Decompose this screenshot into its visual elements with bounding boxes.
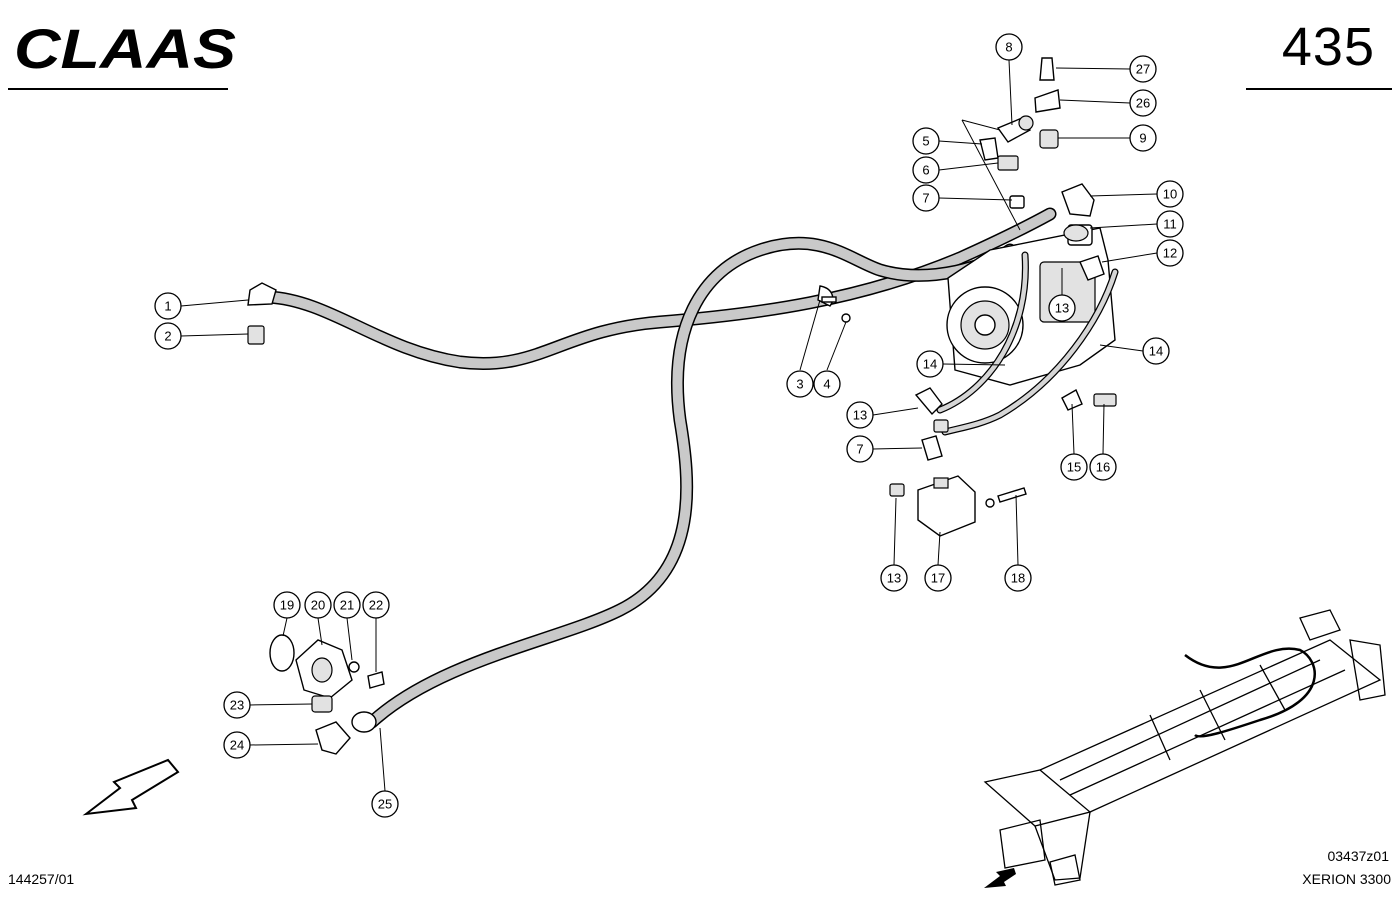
valve-block-17: [889, 475, 1027, 537]
svg-text:16: 16: [1096, 460, 1110, 475]
svg-text:3: 3: [796, 377, 803, 392]
callout-13-left: 13: [846, 401, 874, 429]
callout-12: 12: [1156, 239, 1184, 267]
callout-3: 3: [786, 370, 814, 398]
main-hose-1: [261, 207, 1057, 370]
callout-26: 26: [1129, 89, 1157, 117]
svg-text:11: 11: [1163, 217, 1177, 232]
svg-text:13: 13: [1055, 301, 1069, 316]
svg-text:7: 7: [856, 442, 863, 457]
svg-text:23: 23: [230, 698, 244, 713]
main-hose-25: [365, 236, 1017, 729]
direction-arrow-icon: [82, 758, 180, 816]
callout-18: 18: [1004, 564, 1032, 592]
callout-9: 9: [1129, 124, 1157, 152]
svg-text:7: 7: [922, 191, 929, 206]
svg-text:25: 25: [378, 797, 392, 812]
svg-text:13: 13: [853, 408, 867, 423]
header-rule-left: [8, 88, 228, 90]
svg-text:26: 26: [1136, 96, 1150, 111]
svg-text:1: 1: [164, 299, 171, 314]
hydraulic-pump: [946, 224, 1116, 386]
svg-text:14: 14: [923, 357, 937, 372]
callout-13-pump: 13: [1048, 294, 1076, 322]
callout-7-top: 7: [912, 184, 940, 212]
callout-21: 21: [333, 591, 361, 619]
svg-text:12: 12: [1163, 246, 1177, 261]
svg-text:15: 15: [1067, 460, 1081, 475]
clamp-3-bolt-4: [817, 285, 851, 323]
footer-drawing-code: 03437z01: [1327, 848, 1389, 864]
callout-4: 4: [813, 370, 841, 398]
callout-2: 2: [154, 322, 182, 350]
callout-20: 20: [304, 591, 332, 619]
svg-text:27: 27: [1136, 62, 1150, 77]
callout-6: 6: [912, 156, 940, 184]
svg-text:5: 5: [922, 134, 929, 149]
flange-parts: [269, 634, 385, 755]
callout-17: 17: [924, 564, 952, 592]
claas-logo: CLAAS: [14, 22, 236, 74]
fitting-1-2: [247, 282, 277, 345]
svg-text:14: 14: [1149, 344, 1163, 359]
callout-19: 19: [273, 591, 301, 619]
svg-text:8: 8: [1005, 40, 1012, 55]
svg-text:22: 22: [369, 598, 383, 613]
callout-25: 25: [371, 790, 399, 818]
thin-hoses-14: [936, 251, 1119, 436]
page-number: 435: [1281, 17, 1375, 77]
svg-text:19: 19: [280, 598, 294, 613]
svg-text:6: 6: [922, 163, 929, 178]
callout-1: 1: [154, 292, 182, 320]
svg-text:24: 24: [230, 738, 244, 753]
callout-15: 15: [1060, 453, 1088, 481]
svg-text:20: 20: [311, 598, 325, 613]
callout-7-bottom: 7: [846, 435, 874, 463]
leader-lines: [180, 59, 1158, 792]
fittings-15-16: [1061, 389, 1117, 411]
callout-24: 24: [223, 731, 251, 759]
svg-text:9: 9: [1139, 131, 1146, 146]
callout-13-valve: 13: [880, 564, 908, 592]
svg-text:10: 10: [1163, 187, 1177, 202]
callout-11: 11: [1156, 210, 1184, 238]
callout-5: 5: [912, 127, 940, 155]
svg-text:13: 13: [887, 571, 901, 586]
svg-text:4: 4: [823, 377, 830, 392]
svg-text:18: 18: [1011, 571, 1025, 586]
footer-model: XERION 3300: [1302, 871, 1391, 887]
callout-22: 22: [362, 591, 390, 619]
callout-23: 23: [223, 691, 251, 719]
svg-text:21: 21: [340, 598, 354, 613]
callout-27: 27: [1129, 55, 1157, 83]
callout-16: 16: [1089, 453, 1117, 481]
brand-logo-text: CLAAS: [14, 22, 236, 74]
callout-14-left: 14: [916, 350, 944, 378]
callout-10: 10: [1156, 180, 1184, 208]
fittings-13-7: [914, 387, 949, 461]
machine-frame-thumbnail: [983, 609, 1386, 888]
callout-14-right: 14: [1142, 337, 1170, 365]
header-rule-right: [1246, 88, 1392, 90]
svg-text:17: 17: [931, 571, 945, 586]
top-fittings: [979, 57, 1061, 171]
svg-text:2: 2: [164, 329, 171, 344]
fittings-10-11-12: [1009, 183, 1105, 281]
callout-8: 8: [995, 33, 1023, 61]
footer-left-code: 144257/01: [8, 871, 75, 887]
